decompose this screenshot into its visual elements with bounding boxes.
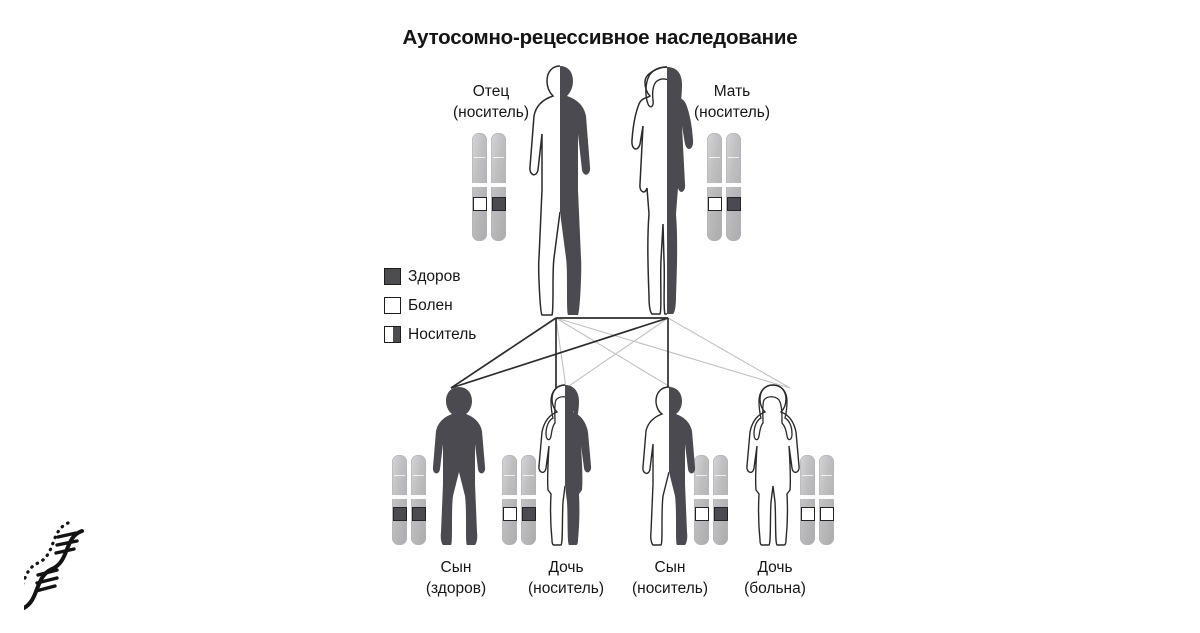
parent-status-father: (носитель) [452, 103, 530, 121]
figure-daughter-affected [742, 382, 804, 548]
chromosome-son-carrier-left [693, 455, 710, 545]
child-status-son-healthy: (здоров) [425, 579, 487, 597]
child-status-daughter-affected: (больна) [744, 579, 806, 597]
chromosome-pair-father [471, 133, 507, 241]
allele-father-left-affected [472, 197, 487, 211]
legend-label-carrier: Носитель [408, 325, 477, 343]
chromosome-daughter-carrier-left [501, 455, 518, 545]
legend: Здоров Болен Носитель [384, 262, 514, 349]
half-filled-square-icon [384, 326, 401, 343]
chromosome-pair-daughter-carrier [501, 455, 537, 545]
chromosome-pair-son-healthy [391, 455, 427, 545]
chromosome-daughter-affected-right [818, 455, 835, 545]
child-name-son-carrier: Сын [654, 559, 686, 576]
allele-daughter-affected-right-affected [819, 507, 834, 521]
legend-item-carrier: Носитель [384, 320, 514, 349]
parent-name-mother: Мать [713, 83, 751, 100]
child-label-daughter-carrier: Дочь (носитель) [500, 558, 632, 600]
allele-daughter-carrier-left-affected [502, 507, 517, 521]
chromosome-pair-son-carrier [693, 455, 729, 545]
chromosome-son-healthy-right [410, 455, 427, 545]
child-name-daughter-carrier: Дочь [548, 559, 584, 576]
allele-daughter-carrier-right-healthy [521, 507, 536, 521]
chromosome-father-right [490, 133, 507, 241]
child-label-son-healthy: Сын (здоров) [396, 558, 516, 600]
figure-father-carrier [524, 62, 596, 320]
legend-item-affected: Болен [384, 291, 514, 320]
allele-daughter-affected-left-affected [800, 507, 815, 521]
figure-son-carrier [638, 384, 700, 548]
legend-item-healthy: Здоров [384, 262, 514, 291]
chromosome-father-left [471, 133, 488, 241]
child-label-daughter-affected: Дочь (больна) [714, 558, 836, 600]
parent-label-father: Отец (носитель) [436, 82, 546, 124]
figure-mother-carrier [631, 64, 701, 320]
chromosome-pair-mother [706, 133, 742, 241]
chromosome-son-healthy-left [391, 455, 408, 545]
allele-son-carrier-right-healthy [713, 507, 728, 521]
allele-father-right-healthy [491, 197, 506, 211]
parent-status-mother: (носитель) [693, 103, 771, 121]
dna-helix-icon [24, 521, 84, 611]
child-status-daughter-carrier: (носитель) [527, 579, 605, 597]
filled-square-icon [384, 268, 401, 285]
chromosome-daughter-affected-left [799, 455, 816, 545]
allele-mother-right-healthy [726, 197, 741, 211]
allele-mother-left-affected [707, 197, 722, 211]
chromosome-daughter-carrier-right [520, 455, 537, 545]
chromosome-mother-right [725, 133, 742, 241]
allele-son-carrier-left-affected [694, 507, 709, 521]
legend-label-healthy: Здоров [408, 267, 461, 285]
parent-label-mother: Мать (носитель) [672, 82, 792, 124]
figure-daughter-carrier [534, 382, 596, 548]
child-status-son-carrier: (носитель) [631, 579, 709, 597]
chromosome-pair-daughter-affected [799, 455, 835, 545]
page-title: Аутосомно-рецессивное наследование [402, 26, 798, 49]
allele-son-healthy-left-healthy [392, 507, 407, 521]
allele-son-healthy-right-healthy [411, 507, 426, 521]
child-name-son-healthy: Сын [440, 559, 472, 576]
legend-label-affected: Болен [408, 296, 453, 314]
figure-son-healthy [428, 384, 490, 548]
chromosome-mother-left [706, 133, 723, 241]
empty-square-icon [384, 297, 401, 314]
child-label-son-carrier: Сын (носитель) [604, 558, 736, 600]
chromosome-son-carrier-right [712, 455, 729, 545]
child-name-daughter-affected: Дочь [757, 559, 793, 576]
parent-name-father: Отец [472, 83, 510, 100]
